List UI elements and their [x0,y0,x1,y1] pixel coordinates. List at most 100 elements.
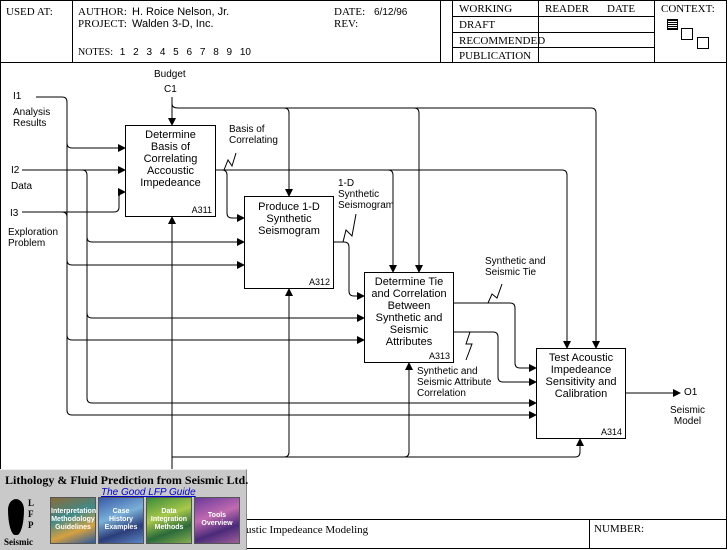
basis-label: Basis of Correlating [229,124,278,146]
attr-to-a314[interactable] [454,331,537,386]
header-divider-1 [72,0,73,63]
tie-squiggle [487,283,503,304]
lfp-tile-case-history-label: Case History Examples [104,508,138,531]
synthetic-label: 1-D Synthetic Seismogram [338,178,395,211]
note-5[interactable]: 5 [173,47,179,58]
activity-title-a311: Determine Basis of Correlating Accoustic… [140,129,201,189]
control-c1-id: C1 [164,84,177,95]
header-divider-3 [452,0,453,63]
output-o1-label: Seismic Model [670,405,706,427]
tie-label: Synthetic and Seismic Tie [485,256,546,278]
activity-box-a311[interactable]: Determine Basis of Correlating Accoustic… [125,125,216,217]
lfp-logo: L F P Seismic [3,497,43,549]
lfp-banner[interactable]: Lithology & Fluid Prediction from Seismi… [0,469,249,550]
note-8[interactable]: 8 [213,47,219,58]
note-9[interactable]: 9 [226,47,233,58]
attr-squiggle [465,331,473,361]
activity-box-a314[interactable]: Test Acoustic Impedeance Sensitivity and… [536,348,626,439]
output-o1-id: O1 [684,387,698,398]
input-i3-id: I3 [10,208,19,219]
note-2[interactable]: 2 [133,47,139,58]
basis-squiggle [223,152,237,171]
lfp-tile-tools[interactable]: Tools Overview [194,497,240,544]
used-at-label: USED AT: [6,6,53,18]
control-budget-label: Budget [154,69,186,80]
footer-title: ustic Impedeance Modeling [246,524,369,536]
lfp-tile-methodology[interactable]: Interpretation Methodology Guidelines [50,497,96,544]
project-value: Walden 3-D, Inc. [132,18,214,30]
tie-to-a314[interactable] [454,302,537,372]
basis-to-a312[interactable] [216,169,245,222]
input-i1-to-a314[interactable] [66,143,537,419]
lfp-logo-letter-p: P [28,520,34,530]
note-4[interactable]: 4 [159,47,166,58]
notes-label: NOTES: [78,47,113,58]
note-3[interactable]: 3 [146,47,153,58]
synthetic-to-a313[interactable] [334,241,365,300]
input-i3-to-a313[interactable] [66,260,365,344]
activity-title-a313: Determine Tie and Correlation Between Sy… [371,276,447,348]
context-node-icon[interactable] [697,37,709,49]
date-value: 6/12/96 [374,7,408,18]
footer-number-label: NUMBER: [594,523,645,535]
status-publication: PUBLICATION [459,50,532,62]
rev-label: REV: [334,18,359,30]
lfp-tile-case-history[interactable]: Case History Examples [98,497,144,544]
input-i3-to-a312[interactable] [61,211,245,269]
activity-box-a312[interactable]: Produce 1-D Synthetic Seismogram A312 [244,196,334,289]
diagram-frame [0,62,727,520]
lfp-tile-methodology-label: Interpretation Methodology Guidelines [51,508,97,531]
activity-title-a314: Test Acoustic Impedeance Sensitivity and… [545,352,617,400]
input-i2-to-a314[interactable] [86,313,537,407]
basis-to-a314-control[interactable] [388,169,571,349]
lfp-company-title: Lithology & Fluid Prediction from Seismi… [5,473,249,487]
header-divider-2 [440,0,441,63]
lfp-logo-drop-icon [8,499,24,535]
note-7[interactable]: 7 [199,47,206,58]
lfp-tile-data-integration-label: Data Integration Methods [150,508,188,531]
lfp-logo-text: Seismic [4,537,33,547]
reader-label: READER [545,3,589,15]
status-row-line-1 [452,16,654,17]
input-i2-label: Data [11,181,33,192]
input-i2-id: I2 [11,165,20,176]
attr-label: Synthetic and Seismic Attribute Correlat… [417,366,492,399]
status-draft: DRAFT [459,19,496,31]
mechanism-to-a313[interactable] [284,362,413,458]
input-i3-to-a311[interactable] [22,188,126,213]
reader-date-label: DATE [607,3,636,15]
notes-row: NOTES: 1 2 3 4 5 6 7 8 9 10 [78,47,251,58]
status-working: WORKING [459,3,513,15]
note-10[interactable]: 10 [239,47,251,58]
lfp-logo-letter-f: F [28,509,34,519]
status-row-line-2 [452,32,654,33]
input-i3-label: Exploration Problem [8,227,59,249]
control-c1-to-a314[interactable] [178,107,600,349]
input-i1-to-a311[interactable] [36,96,126,152]
mechanism-to-a314[interactable] [404,438,584,458]
mechanism-to-a312[interactable] [172,288,293,458]
context-label: CONTEXT: [661,3,715,15]
date-label: DATE: [334,6,366,18]
input-i1-id: I1 [13,91,22,102]
header-frame [0,0,727,63]
header-divider-5 [654,0,655,63]
lfp-tile-data-integration[interactable]: Data Integration Methods [146,497,192,544]
activity-num-a314: A314 [600,427,622,437]
note-6[interactable]: 6 [186,47,193,58]
context-node-icon[interactable] [681,28,693,40]
author-value: H. Roice Nelson, Jr. [132,6,230,18]
note-1[interactable]: 1 [119,47,126,58]
author-label: AUTHOR: [78,6,127,18]
activity-box-a313[interactable]: Determine Tie and Correlation Between Sy… [364,272,454,363]
status-row-line-3 [452,47,654,48]
context-node-active-icon[interactable] [667,19,678,30]
activity-num-a313: A313 [428,351,450,361]
lfp-logo-letter-l: L [28,498,35,508]
synthetic-squiggle [342,213,357,243]
control-c1-branch [171,103,179,109]
activity-num-a312: A312 [308,277,330,287]
lfp-guide-link[interactable]: The Good LFP Guide [101,487,196,498]
activity-num-a311: A311 [191,205,212,215]
